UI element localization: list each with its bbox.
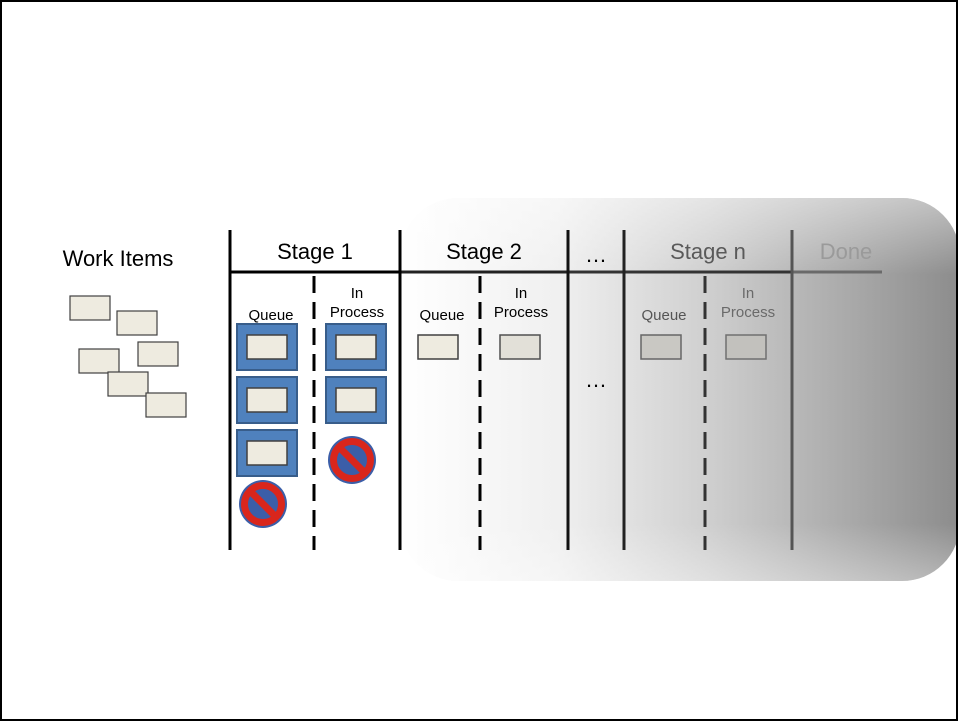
work-card-icon — [246, 387, 288, 413]
work-items-label: Work Items — [63, 246, 174, 271]
stage-2-queue-label: Queue — [419, 307, 464, 324]
stage-1-inprocess-label-line2: Process — [330, 304, 384, 321]
stage-1-queue-cards — [236, 323, 298, 477]
stage-n-queue-label: Queue — [641, 307, 686, 324]
fade-overlay-soften — [400, 198, 956, 581]
stage-n-inprocess-label-line1: In — [742, 285, 755, 302]
stage-1-queue-label: Queue — [248, 307, 293, 324]
stage-2-inprocess-label-line1: In — [515, 285, 528, 302]
no-entry-icon — [239, 480, 287, 528]
work-card-icon — [335, 387, 377, 413]
stage-1-inprocess-label-line1: In — [351, 285, 364, 302]
work-card-icon — [78, 348, 120, 374]
work-items-pile — [69, 295, 187, 418]
stage-1-inprocess-cards — [325, 323, 387, 424]
work-card-icon — [725, 334, 767, 360]
work-card-icon — [116, 310, 158, 336]
work-card-icon — [69, 295, 111, 321]
work-card-icon — [107, 371, 149, 397]
done-title: Done — [820, 239, 873, 264]
stage-2-inprocess-label-line2: Process — [494, 304, 548, 321]
stage-n-title: Stage n — [670, 239, 746, 264]
work-card-icon — [499, 334, 541, 360]
work-card-icon — [335, 334, 377, 360]
work-card-icon — [137, 341, 179, 367]
work-card-icon — [145, 392, 187, 418]
columns-ellipsis: … — [585, 367, 607, 392]
work-card-icon — [640, 334, 682, 360]
stage-1-title: Stage 1 — [277, 239, 353, 264]
work-card-icon — [417, 334, 459, 360]
work-card-icon — [246, 440, 288, 466]
stage-n-inprocess-label-line2: Process — [721, 304, 775, 321]
stage-2-title: Stage 2 — [446, 239, 522, 264]
stage-ellipsis: … — [585, 242, 607, 267]
no-entry-icon — [328, 436, 376, 484]
work-card-icon — [246, 334, 288, 360]
